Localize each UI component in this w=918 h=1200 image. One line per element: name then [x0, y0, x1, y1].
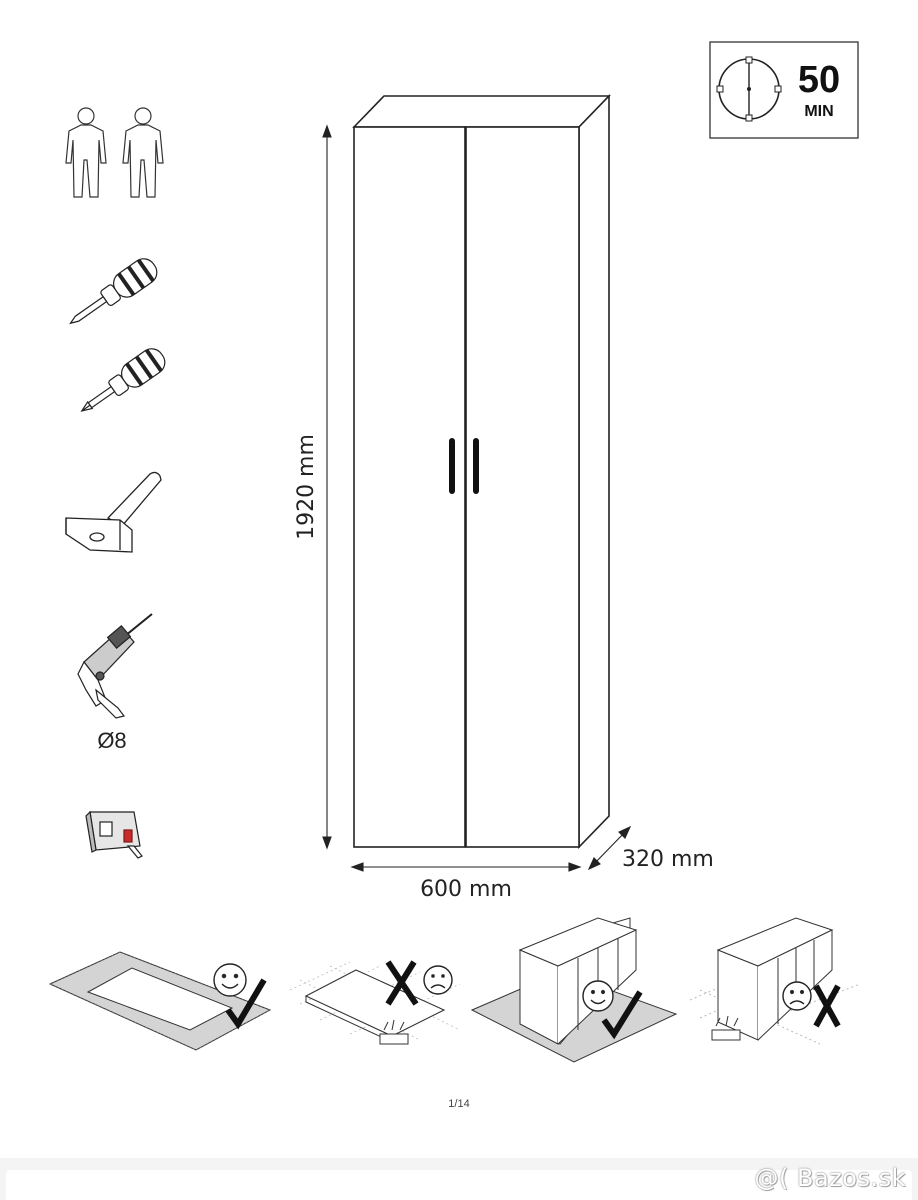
depth-dimension: [587, 825, 632, 871]
left-door: [353, 126, 466, 848]
clock-icon: [716, 56, 782, 122]
time-badge: 50 MIN: [709, 41, 859, 139]
watermark: @( Bazos.sk: [754, 1164, 906, 1192]
drill-bit-size: Ø8: [97, 728, 126, 753]
time-unit: MIN: [804, 103, 833, 120]
instruction-sheet: 50 MIN: [0, 0, 918, 1158]
guide-panel-on-floor-bad: [289, 960, 461, 1045]
left-handle: [449, 438, 455, 494]
time-value: 50: [798, 59, 840, 101]
guide-panel-on-rug-ok: [48, 951, 272, 1051]
height-dimension: [322, 124, 332, 850]
bottom-strip: [0, 1158, 918, 1200]
cabinet-drawing: [352, 94, 611, 849]
tape-measure-icon: [85, 810, 143, 859]
two-people-icon: [65, 107, 164, 198]
width-dimension: [350, 862, 582, 872]
cross-icon: [813, 984, 841, 1028]
page-number: 1/14: [448, 1098, 470, 1110]
guide-carcass-on-rug-ok: [470, 917, 678, 1063]
right-handle: [473, 438, 479, 494]
happy-face-icon: [582, 980, 614, 1012]
guide-carcass-on-floor-bad: [689, 917, 861, 1045]
flat-screwdriver-icon: [69, 258, 158, 325]
check-icon: [225, 978, 267, 1030]
check-icon: [601, 990, 643, 1040]
phillips-screwdriver-icon: [80, 348, 166, 412]
sad-face-icon: [423, 965, 453, 995]
height-label: 1920 mm: [294, 434, 319, 540]
depth-label: 320 mm: [622, 847, 714, 872]
instruction-drawing: 50 MIN: [48, 41, 861, 1063]
happy-face-icon: [213, 963, 247, 997]
cross-icon: [385, 960, 419, 1006]
right-door: [465, 126, 580, 848]
sad-face-icon: [782, 981, 812, 1011]
hammer-icon: [65, 471, 162, 553]
next-page-edge: [6, 1170, 912, 1200]
width-label: 600 mm: [420, 877, 512, 902]
drill-icon: [77, 613, 153, 719]
